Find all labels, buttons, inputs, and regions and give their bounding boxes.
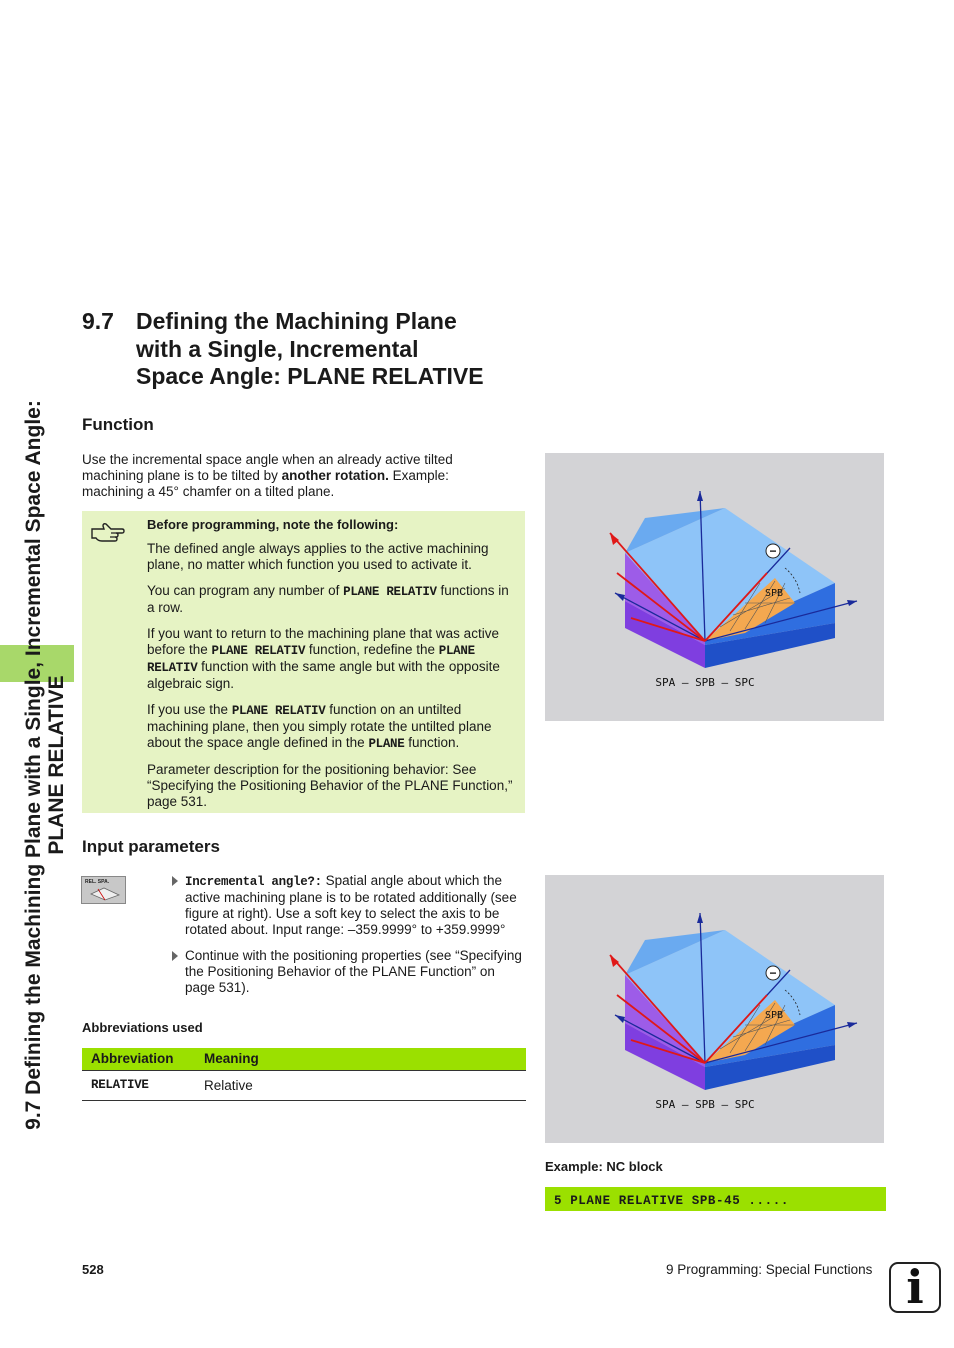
figure-tilted-plane-bottom: − SPB SPA – SPB – SPC — [545, 875, 884, 1143]
note-paragraph-1: The defined angle always applies to the … — [147, 541, 489, 572]
incremental-angle-prompt: Incremental angle?: — [185, 875, 322, 889]
note-paragraph-3: If you want to return to the machining p… — [147, 626, 500, 691]
sidebar-title-line2: PLANE RELATIVE — [45, 675, 68, 855]
figure-caption: SPA – SPB – SPC — [655, 1098, 754, 1111]
table-row: RELATIVE Relative — [82, 1070, 526, 1101]
triangle-bullet-icon — [172, 876, 178, 886]
triangle-bullet-icon — [172, 951, 178, 961]
tilted-plane-icon — [90, 887, 121, 901]
spb-label: SPB — [765, 588, 783, 599]
figure-tilted-plane-top: − SPB SPA – SPB – SPC — [545, 453, 884, 721]
list-item: Incremental angle?: Spatial angle about … — [172, 873, 527, 938]
sidebar-title: 9.7 Defining the Machining Plane with a … — [22, 300, 68, 1230]
abbreviations-heading: Abbreviations used — [82, 1020, 203, 1035]
section-title-line2: with a Single, Incremental — [136, 335, 419, 362]
column-header-meaning: Meaning — [195, 1048, 526, 1071]
input-list: Incremental angle?: Spatial angle about … — [172, 873, 527, 1006]
sidebar-title-line1: 9.7 Defining the Machining Plane with a … — [22, 400, 45, 1130]
section-number: 9.7 — [82, 308, 114, 334]
meaning-cell: Relative — [195, 1070, 526, 1101]
note-paragraph-4: If you use the PLANE RELATIV function on… — [147, 702, 492, 751]
section-title-line1: Defining the Machining Plane — [136, 308, 457, 334]
abbreviations-table: Abbreviation Meaning RELATIVE Relative — [82, 1048, 526, 1101]
example-heading: Example: NC block — [545, 1159, 663, 1174]
minus-sign-label: − — [769, 966, 776, 980]
section-title: 9.7 Defining the Machining Plane with a S… — [82, 308, 532, 391]
info-icon: i — [889, 1260, 941, 1314]
softkey-label: REL. SPA. — [85, 879, 110, 885]
column-header-abbreviation: Abbreviation — [82, 1048, 195, 1071]
input-parameters-heading: Input parameters — [82, 837, 220, 856]
note-box: Before programming, note the following: … — [82, 511, 525, 813]
abbreviation-cell: RELATIVE — [82, 1070, 195, 1101]
spb-label: SPB — [765, 1010, 783, 1021]
function-text: Use the incremental space angle when an … — [82, 452, 453, 499]
pointing-hand-icon — [91, 523, 125, 542]
minus-sign-label: − — [769, 544, 776, 558]
rel-spa-softkey[interactable]: REL. SPA. — [81, 876, 126, 904]
note-paragraph-5: Parameter description for the positionin… — [147, 762, 513, 809]
chapter-title: 9 Programming: Special Functions — [666, 1262, 873, 1277]
function-heading: Function — [82, 415, 154, 434]
note-paragraph-2: You can program any number of PLANE RELA… — [147, 583, 509, 615]
list-item: Continue with the positioning properties… — [172, 948, 527, 996]
nc-block-box: 5 PLANE RELATIVE SPB-45 ..... — [545, 1187, 886, 1211]
nc-block-code: 5 PLANE RELATIVE SPB-45 ..... — [554, 1194, 789, 1208]
sidebar-tab — [0, 645, 74, 682]
section-title-line3: Space Angle: PLANE RELATIVE — [136, 363, 484, 389]
note-heading: Before programming, note the following: — [147, 517, 399, 532]
figure-caption: SPA – SPB – SPC — [655, 676, 754, 689]
page-number: 528 — [82, 1262, 104, 1277]
